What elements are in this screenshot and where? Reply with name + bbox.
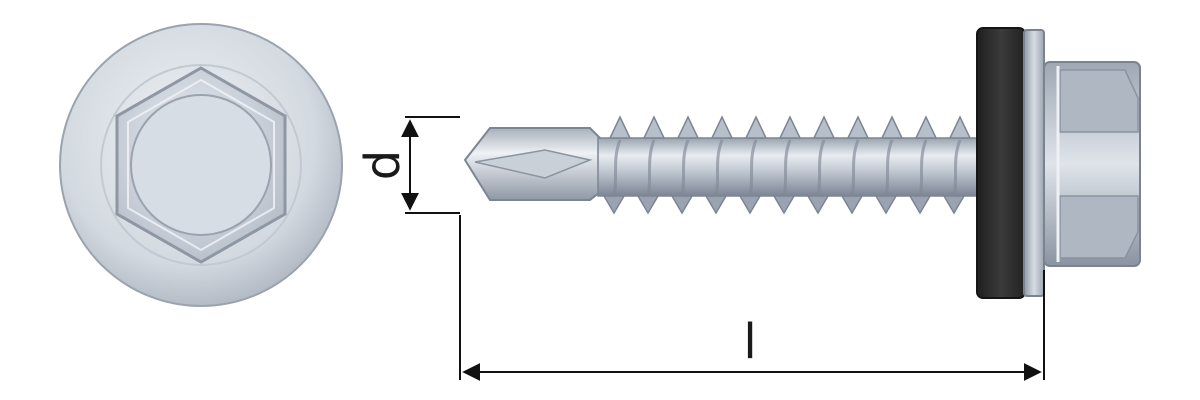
- thread-crest-bottom: [908, 195, 932, 215]
- thread-crest-bottom: [602, 195, 626, 215]
- thread-crest-top: [676, 115, 700, 139]
- thread-crest-bottom: [840, 195, 864, 215]
- thread-crest-top: [710, 115, 734, 139]
- thread-helix: [816, 139, 826, 197]
- thread-helix: [782, 139, 792, 197]
- thread-crest-top: [744, 115, 768, 139]
- thread-helix: [748, 139, 758, 197]
- thread-crest-top: [778, 115, 802, 139]
- flange-inner-ring: [100, 64, 302, 266]
- hex-head-facet-bottom: [1059, 195, 1139, 259]
- thread-crest-bottom: [942, 195, 966, 215]
- hex-head-inner-edge: [127, 78, 275, 252]
- hex-head-facet-top: [1059, 69, 1139, 133]
- epdm-sealing-washer: [976, 27, 1026, 299]
- thread-crest-top: [846, 115, 870, 139]
- thread-crest-bottom: [772, 195, 796, 215]
- thread-crest-bottom: [738, 195, 762, 215]
- metal-flange-washer: [1023, 29, 1045, 297]
- thread-crest-top: [812, 115, 836, 139]
- diameter-label: d: [355, 150, 411, 180]
- length-dimension: l: [459, 215, 1045, 381]
- thread-crest-top: [642, 115, 666, 139]
- screw-shank: [597, 137, 984, 197]
- drill-flute: [474, 149, 593, 179]
- thread-helix: [680, 139, 690, 197]
- thread-helix: [646, 139, 656, 197]
- thread-helix: [850, 139, 860, 197]
- thread-helix: [918, 139, 928, 197]
- thread-helix: [952, 139, 962, 197]
- hex-head-dome: [130, 94, 272, 236]
- thread-crest-top: [608, 115, 632, 139]
- thread-crest-bottom: [806, 195, 830, 215]
- thread-crest-bottom: [636, 195, 660, 215]
- thread-crest-top: [948, 115, 972, 139]
- thread-helix: [884, 139, 894, 197]
- thread-crest-top: [880, 115, 904, 139]
- diameter-dimension: d: [355, 116, 460, 214]
- thread-crest-bottom: [874, 195, 898, 215]
- thread-crest-bottom: [670, 195, 694, 215]
- screw-top-view: [59, 23, 343, 307]
- screw-threads: [602, 115, 972, 215]
- thread-helix: [714, 139, 724, 197]
- thread-crest-bottom: [704, 195, 728, 215]
- screw-side-view: [463, 27, 1141, 299]
- length-label: l: [743, 314, 756, 370]
- thread-helix: [612, 139, 622, 197]
- thread-crest-top: [914, 115, 938, 139]
